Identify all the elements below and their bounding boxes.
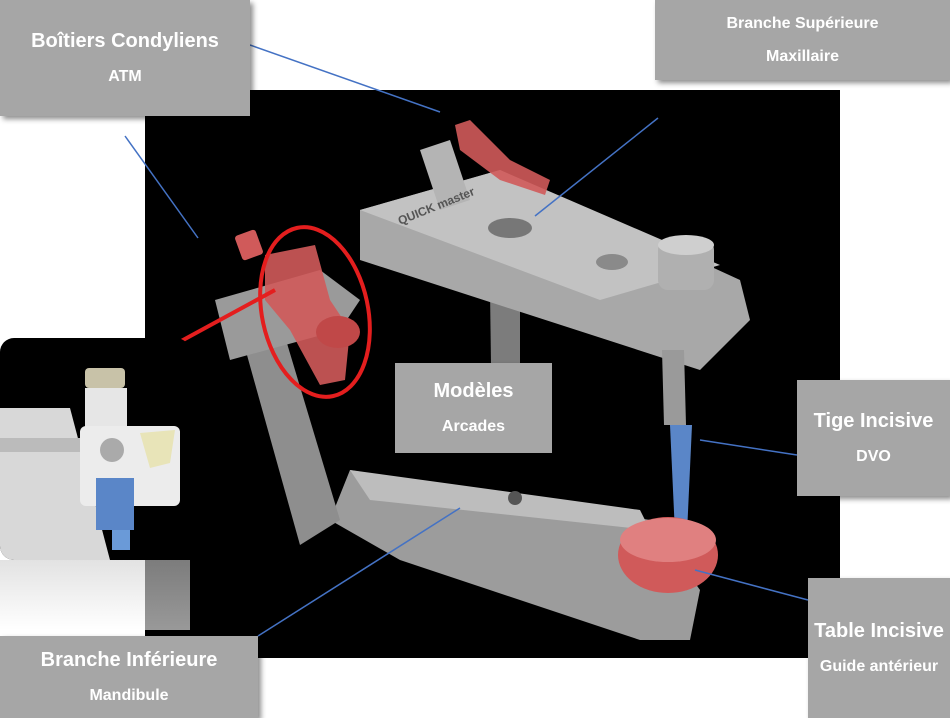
label-lower-branch-title: Branche Inférieure <box>40 649 218 672</box>
lower-branch-top <box>350 470 650 530</box>
label-incisal-table-sub: Guide antérieur <box>819 658 939 676</box>
incisal-pin-sleeve <box>662 350 686 425</box>
label-condyle-boxes: Boîtiers Condyliens ATM <box>0 0 250 116</box>
condyle-box-right <box>455 120 550 195</box>
label-lower-branch-sub: Mandibule <box>89 687 169 705</box>
leader-line-lower-branch <box>257 507 461 637</box>
label-incisal-table: Table Incisive Guide antérieur <box>808 578 950 718</box>
leader-line-upper-branch <box>534 117 659 217</box>
condyle-box-left <box>265 245 350 385</box>
label-lower-branch: Branche Inférieure Mandibule <box>0 636 258 718</box>
label-upper-branch: Branche Supérieure Maxillaire <box>655 0 950 80</box>
leader-line-condyle-right <box>249 44 441 113</box>
lower-branch-plate <box>330 470 700 640</box>
rear-strut-left <box>240 320 340 545</box>
label-condyle-boxes-sub: ATM <box>108 68 142 86</box>
upper-branch-hole <box>488 218 532 238</box>
upper-rear-post <box>420 140 470 210</box>
condyle-box-left-tab <box>235 229 263 261</box>
label-upper-branch-title: Branche Supérieure <box>726 14 879 32</box>
label-models-sub: Arcades <box>441 418 506 436</box>
condyle-zoom-illustration <box>0 368 180 560</box>
leader-line-incisal-table <box>694 569 809 601</box>
label-incisal-table-title: Table Incisive <box>814 620 944 643</box>
leader-line-incisal-pin <box>699 439 798 456</box>
label-incisal-pin-title: Tige Incisive <box>813 410 934 433</box>
condyle-highlight-ring <box>258 225 372 399</box>
condyle-zoom-inset <box>0 338 190 560</box>
lower-branch-hole <box>508 491 522 505</box>
upper-branch-screw <box>596 254 628 270</box>
label-condyle-boxes-title: Boîtiers Condyliens <box>31 30 219 53</box>
label-models: Modèles Arcades <box>395 363 552 453</box>
label-incisal-pin: Tige Incisive DVO <box>797 380 950 496</box>
leader-line-condyle-left <box>124 135 199 239</box>
label-upper-branch-sub: Maxillaire <box>766 48 839 65</box>
label-models-title: Modèles <box>433 380 514 403</box>
label-incisal-pin-sub: DVO <box>856 448 891 466</box>
inset-reflection <box>0 560 190 630</box>
